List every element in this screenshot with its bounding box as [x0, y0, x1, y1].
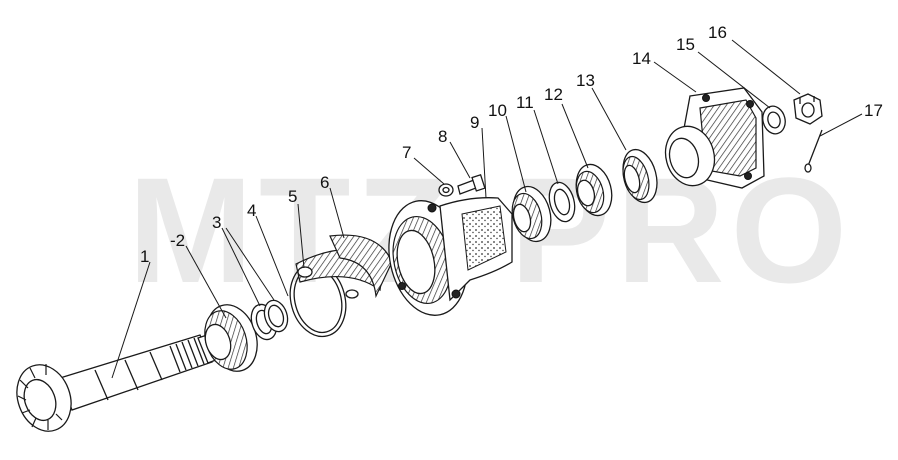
callout-5: 5	[288, 187, 297, 206]
part-6-shims	[295, 234, 393, 299]
callout-7: 7	[402, 143, 411, 162]
callout-15: 15	[676, 35, 695, 54]
part-9-housing	[388, 197, 513, 316]
part-10-bearing	[511, 185, 552, 243]
callout-8: 8	[438, 127, 447, 146]
callout-11: 11	[516, 93, 534, 112]
part-13-bearing-cup	[622, 148, 658, 204]
callout-2: -2	[170, 231, 185, 250]
callout-4: 4	[247, 201, 256, 220]
leader-lines	[111, 39, 863, 379]
callout-labels: 1 -2 3 4 5 6 7 8 9 10 11 12 13 14 15 16 …	[140, 23, 883, 266]
callout-12: 12	[544, 85, 563, 104]
part-2-tapered-bearing	[204, 304, 258, 372]
part-14-flange	[664, 87, 765, 189]
callout-1: 1	[140, 247, 149, 266]
part-1-pinion-shaft	[16, 331, 227, 432]
part-12-bearing	[575, 163, 613, 217]
callout-14: 14	[632, 49, 651, 68]
callout-16: 16	[708, 23, 727, 42]
part-15-washer	[762, 105, 786, 135]
part-17-cotter-pin	[804, 129, 823, 173]
callout-3: 3	[212, 213, 221, 232]
part-11-spacer	[548, 181, 576, 223]
callout-6: 6	[320, 173, 329, 192]
callout-10: 10	[488, 101, 507, 120]
part-7-washer	[438, 183, 454, 197]
callout-9: 9	[470, 113, 479, 132]
part-8-bolt	[457, 173, 486, 195]
part-3-rings	[250, 299, 289, 341]
callout-17: 17	[864, 101, 883, 120]
callout-13: 13	[576, 71, 595, 90]
part-16-castle-nut	[793, 93, 823, 125]
